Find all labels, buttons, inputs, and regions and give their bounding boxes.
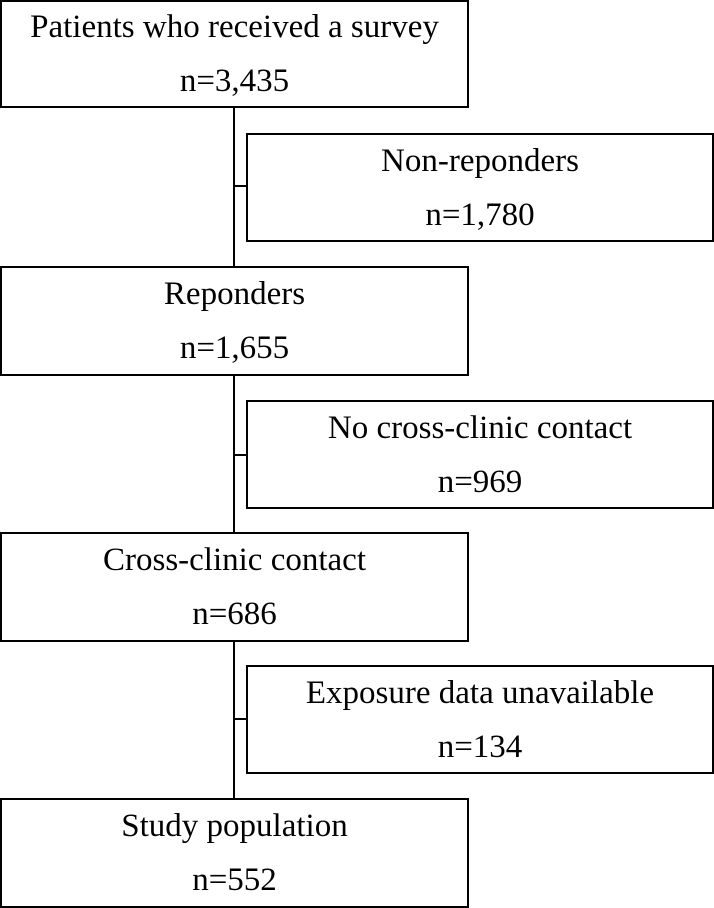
exclusion-label: Exposure data unavailable — [305, 674, 655, 711]
main-step-study-population: Study population n=552 — [0, 798, 469, 908]
main-step-label: Reponders — [163, 276, 306, 312]
exclusion-non-responders: Non-reponders n=1,780 — [246, 133, 714, 242]
main-step-label: Cross-clinic contact — [102, 542, 366, 578]
connector-branch-3 — [233, 718, 248, 720]
main-step-count: n=552 — [192, 862, 277, 898]
main-step-count: n=1,655 — [179, 330, 290, 366]
connector-branch-2 — [233, 454, 248, 456]
exclusion-label: Non-reponders — [381, 142, 579, 179]
exclusion-exposure-unavailable: Exposure data unavailable n=134 — [246, 665, 714, 774]
main-step-label: Patients who received a survey — [30, 9, 439, 45]
exclusion-label: No cross-clinic contact — [327, 409, 633, 446]
exclusion-count: n=134 — [437, 728, 523, 765]
main-step-count: n=3,435 — [179, 63, 290, 99]
connector-trunk — [233, 106, 235, 799]
main-step-label: Study population — [121, 808, 348, 844]
main-step-count: n=686 — [192, 596, 277, 632]
connector-branch-1 — [233, 185, 248, 187]
exclusion-count: n=1,780 — [425, 196, 535, 233]
exclusion-no-cross-clinic: No cross-clinic contact n=969 — [246, 400, 714, 509]
main-step-surveyed: Patients who received a survey n=3,435 — [0, 0, 469, 108]
main-step-cross-clinic: Cross-clinic contact n=686 — [0, 532, 469, 642]
main-step-responders: Reponders n=1,655 — [0, 266, 469, 376]
exclusion-count: n=969 — [437, 463, 523, 500]
